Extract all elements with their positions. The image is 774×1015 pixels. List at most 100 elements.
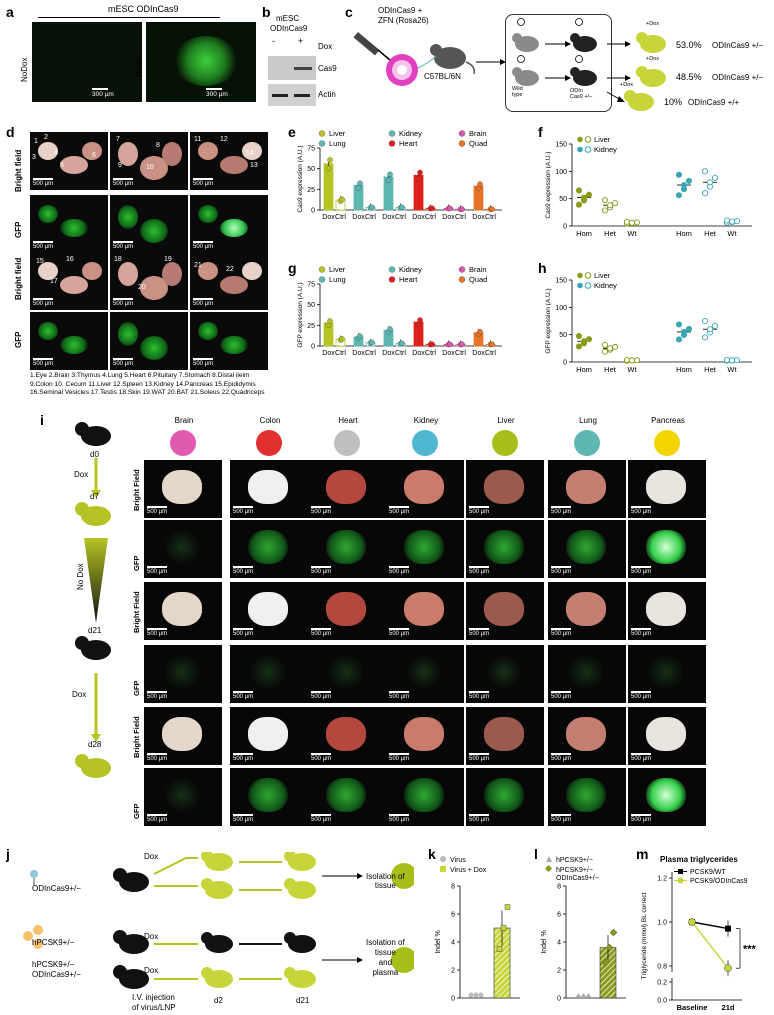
data-point xyxy=(580,338,588,345)
tissue-blob xyxy=(404,778,444,812)
data-point xyxy=(387,171,393,178)
x-tick-label: Ctrl xyxy=(485,214,496,221)
tissue-blob xyxy=(60,336,88,354)
x-tick-label: Wt xyxy=(627,365,637,374)
tissue-blob xyxy=(404,592,444,626)
panel-k-label: k xyxy=(428,846,436,862)
brightfield-micrograph: 500 µm xyxy=(466,582,544,640)
panel-b-title-1: mESC xyxy=(276,14,300,23)
gfp-micrograph: 500 µm xyxy=(308,768,386,826)
legend-label: Heart xyxy=(399,275,418,284)
tissue-number: 22 xyxy=(226,266,234,273)
j-outcome2-l2: tissue xyxy=(374,948,396,957)
tissue-blob xyxy=(248,717,288,751)
gfp-micrograph: 500 µm xyxy=(308,645,386,703)
mouse-icon-j-d2-2 xyxy=(201,878,233,899)
data-point xyxy=(623,218,631,225)
odin-line2: Cas9 +/− xyxy=(570,94,593,100)
mouse-icon-d0 xyxy=(75,422,111,446)
data-point xyxy=(728,357,736,364)
x-tick-label: Het xyxy=(704,229,717,238)
x-tick-label: Het xyxy=(704,365,717,374)
data-point xyxy=(429,205,435,211)
data-point xyxy=(477,328,483,335)
micrograph-nodox: 300 µm xyxy=(32,22,142,102)
y-tick-label: 4 xyxy=(451,940,455,947)
scale-bar: 500 µm xyxy=(631,566,651,575)
x-tick-label: Hom xyxy=(676,365,692,374)
y-tick-label: 150 xyxy=(555,278,567,285)
data-point xyxy=(701,317,709,325)
chart-m: Plasma triglycerides0.00.20.81.01.2Trigl… xyxy=(641,855,757,1012)
tissue-blob xyxy=(566,592,606,626)
scale-bar: 500 µm xyxy=(193,241,213,250)
virus-icon xyxy=(30,870,38,886)
row-label: GFP xyxy=(132,803,141,819)
scale-bar: 500 µm xyxy=(233,753,253,762)
tissue-blob xyxy=(60,276,88,294)
scale-bar: 500 µm xyxy=(33,358,53,367)
gfp-micrograph: 500 µm xyxy=(386,520,464,578)
legend-label: Kidney xyxy=(594,281,617,290)
mouse-icon-odin-1 xyxy=(570,33,597,52)
gfp-micrograph: 500 µm xyxy=(110,312,188,370)
scale-bar: 500 µm xyxy=(631,691,651,700)
scale-bar: 500 µm xyxy=(631,753,651,762)
tissue-number: 9 xyxy=(118,162,122,169)
mouse-icon-d21 xyxy=(75,636,111,660)
x-tick-label: Dox xyxy=(382,214,395,221)
result-gen-1: ODInCas9 +/− xyxy=(712,41,764,50)
syringe-icon xyxy=(353,32,391,61)
data-point xyxy=(711,174,719,181)
tissue-number: 7 xyxy=(116,136,120,143)
y-tick-label: 50 xyxy=(307,166,315,173)
tissue-number: 15 xyxy=(36,258,44,265)
brightfield-micrograph: 500 µm xyxy=(386,707,464,765)
brightfield-micrograph: 500 µm xyxy=(144,460,222,518)
scale-bar: 500 µm xyxy=(389,814,409,823)
legend-marker xyxy=(544,864,553,873)
tissue-number: 11 xyxy=(194,136,202,143)
result-pct-2: 48.5% xyxy=(676,72,702,82)
mouse-icon-wt-male xyxy=(512,33,539,52)
data-point xyxy=(611,343,619,351)
result-gen-2: ODInCas9 +/− xyxy=(712,73,764,82)
data-point xyxy=(399,340,405,347)
mouse-icon-j1 xyxy=(113,868,149,892)
tissue-number: 13 xyxy=(250,162,258,169)
tissue-blob xyxy=(220,336,248,354)
data-point xyxy=(581,993,586,997)
gfp-micrograph: 500 µm xyxy=(30,312,108,370)
data-point xyxy=(675,192,683,199)
tissue-blob xyxy=(162,717,202,751)
tissue-blob xyxy=(82,262,102,280)
legend-marker xyxy=(584,146,592,153)
blot-actin xyxy=(268,84,316,106)
scale-bar: 500 µm xyxy=(631,628,651,637)
gfp-micrograph: 500 µm xyxy=(110,195,188,253)
x-tick-label: Ctrl xyxy=(395,214,406,221)
brightfield-micrograph: 500 µm xyxy=(308,460,386,518)
data-point xyxy=(473,992,479,998)
panel-c-wt: Wild type xyxy=(512,86,523,98)
tissue-blob xyxy=(484,530,524,564)
legend-label: Liver xyxy=(594,135,611,144)
timeline-dox2: Dox xyxy=(72,690,87,699)
gfp-micrograph: 500 µm xyxy=(386,645,464,703)
scale-bar: 500 µm xyxy=(551,814,571,823)
y-tick-label: 25 xyxy=(307,323,315,330)
mouse-icon-green-3 xyxy=(624,90,654,111)
brightfield-micrograph: 500 µm xyxy=(230,460,308,518)
data-point xyxy=(701,334,709,341)
scale-bar: 500 µm xyxy=(551,566,571,575)
gfp-micrograph: 500 µm xyxy=(144,645,222,703)
legend-line1: 1.Eye 2.Brain 3.Thymus 4.Lung 5.Heart 6.… xyxy=(30,372,250,379)
j-iv2: of virus/LNP xyxy=(132,1003,176,1012)
j-d21: d21 xyxy=(296,996,310,1005)
scale-bar: 500 µm xyxy=(113,358,133,367)
tissue-blob xyxy=(326,655,366,689)
j-dox2: Dox xyxy=(144,932,159,941)
j-outcome1-l1: Isolation of xyxy=(366,872,405,881)
tissue-blob xyxy=(220,276,248,294)
data-point xyxy=(609,928,618,937)
